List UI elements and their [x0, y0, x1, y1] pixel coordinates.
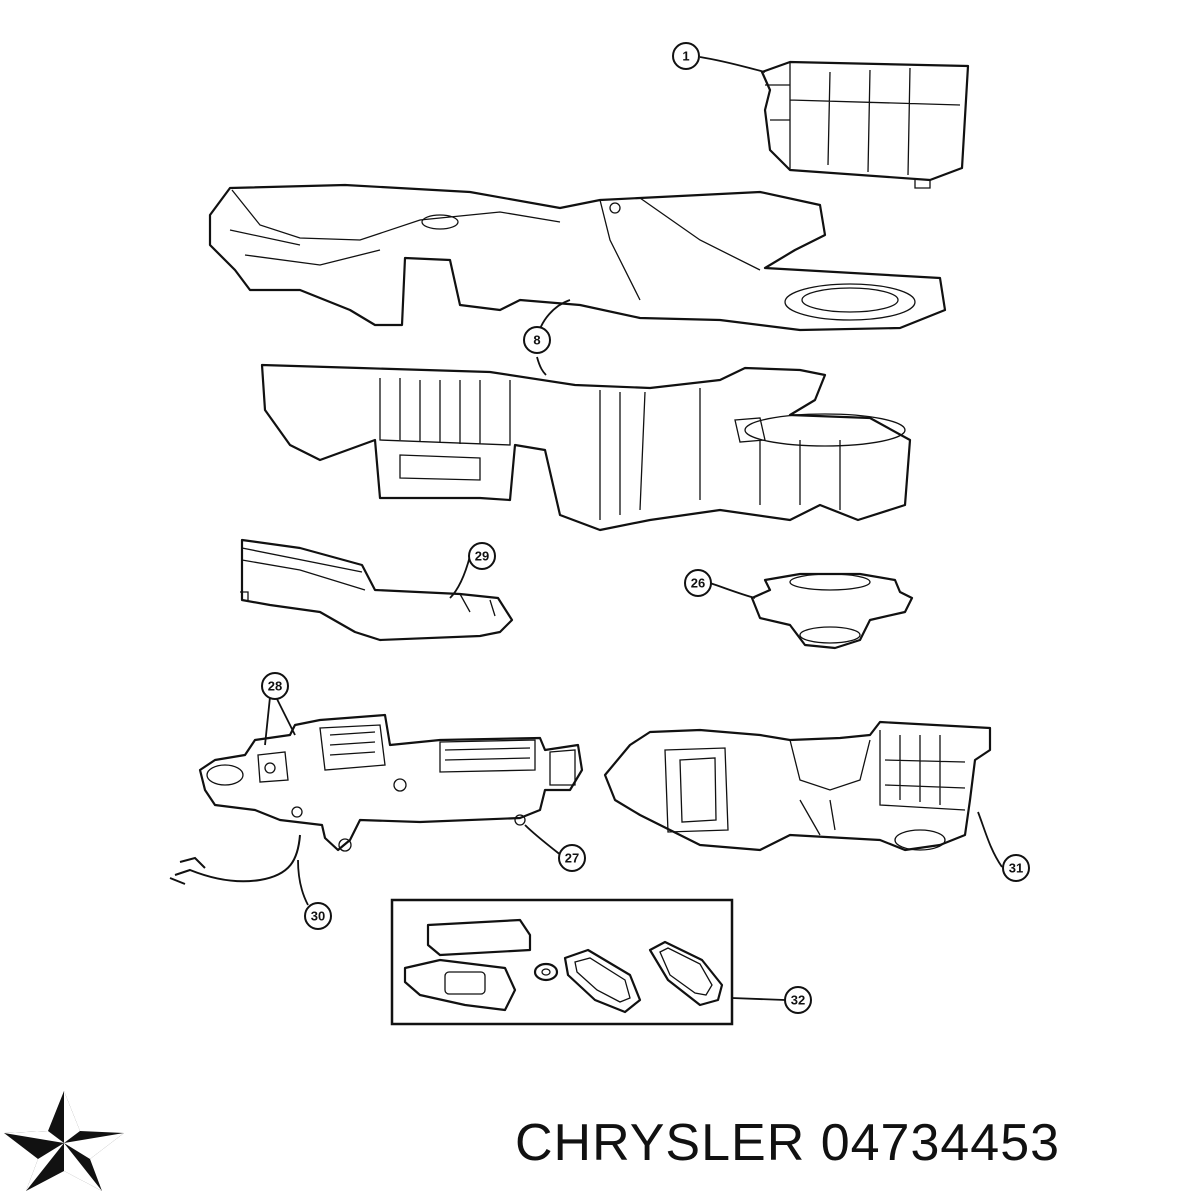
svg-text:28: 28	[268, 679, 282, 694]
part-26-blower-ring	[750, 572, 914, 650]
part-8-upper-housing	[208, 183, 947, 332]
svg-text:26: 26	[691, 576, 705, 591]
part-28-evaporator-assembly	[198, 713, 584, 852]
callout-26: 26	[684, 569, 712, 597]
part-29-duct	[240, 538, 514, 642]
callout-31: 31	[1002, 854, 1030, 882]
svg-text:27: 27	[565, 851, 579, 866]
part-32-seal-kit	[390, 898, 734, 1026]
svg-text:1: 1	[682, 49, 689, 64]
part-30-wire-harness	[169, 834, 301, 885]
svg-text:30: 30	[311, 909, 325, 924]
part-8-lower-housing	[260, 363, 912, 532]
chrysler-pentastar-icon	[4, 1091, 124, 1191]
svg-text:32: 32	[791, 993, 805, 1008]
leader-lines	[264, 56, 1003, 1001]
callout-32: 32	[784, 986, 812, 1014]
part-31-heater-assembly	[603, 720, 992, 852]
brand-part-number-label: CHRYSLER 04734453	[515, 1114, 1061, 1172]
part-1-housing	[760, 60, 970, 189]
callout-27: 27	[558, 844, 586, 872]
callout-28: 28	[261, 672, 289, 700]
svg-text:31: 31	[1009, 861, 1023, 876]
callout-1: 1	[672, 42, 700, 70]
callout-29: 29	[468, 542, 496, 570]
callout-8: 8	[523, 326, 551, 354]
callout-30: 30	[304, 902, 332, 930]
svg-text:29: 29	[475, 549, 489, 564]
svg-text:8: 8	[533, 333, 540, 348]
